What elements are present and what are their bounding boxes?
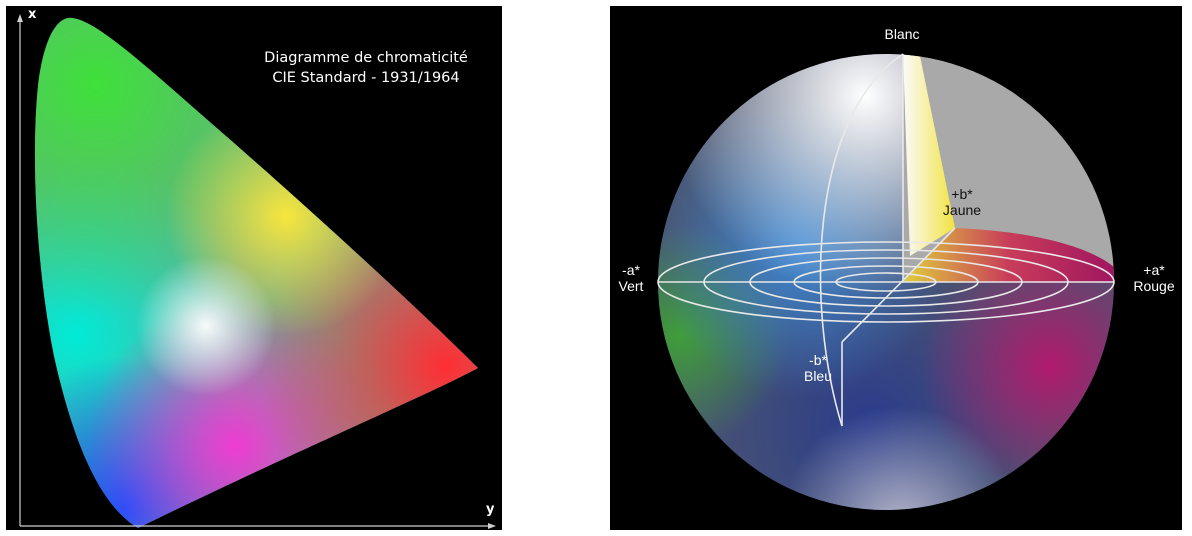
diagram-title-line2: CIE Standard - 1931/1964 bbox=[272, 70, 460, 86]
equatorial-disc bbox=[903, 228, 1114, 282]
cie-chromaticity-panel: x y Diagramme de chromaticité CIE Standa… bbox=[6, 6, 502, 530]
vertical-axis-arrow-icon bbox=[17, 14, 23, 22]
green-axis-label: -a* Vert bbox=[610, 262, 652, 294]
horizontal-axis-letter: y bbox=[486, 502, 495, 517]
red-axis-name: Rouge bbox=[1133, 278, 1175, 294]
yellow-axis-sign: +b* bbox=[951, 186, 973, 202]
diagram-title: Diagramme de chromaticité CIE Standard -… bbox=[250, 48, 482, 88]
cielab-sphere-panel: Blanc -a* Vert +a* Rouge +b* Jaune -b* B… bbox=[610, 6, 1182, 530]
horizontal-axis-arrow-icon bbox=[488, 523, 496, 529]
cielab-sphere-diagram bbox=[657, 53, 1115, 510]
blue-axis-sign: -b* bbox=[809, 352, 827, 368]
green-axis-name: Vert bbox=[618, 278, 644, 294]
cutaway-quadrant bbox=[903, 54, 1114, 282]
red-axis-sign: +a* bbox=[1143, 262, 1165, 278]
color-sphere bbox=[658, 54, 1114, 510]
sphere-gridlines bbox=[657, 53, 1115, 427]
blue-axis-name: Bleu bbox=[803, 368, 833, 384]
yellow-axis-label: +b* Jaune bbox=[932, 186, 992, 218]
red-axis-label: +a* Rouge bbox=[1126, 262, 1182, 294]
white-pole-label: Blanc bbox=[884, 26, 920, 42]
yellow-axis-name: Jaune bbox=[942, 202, 982, 218]
vertical-axis-letter: x bbox=[28, 7, 37, 22]
diagram-title-line1: Diagramme de chromaticité bbox=[264, 50, 468, 66]
blue-axis-label: -b* Bleu bbox=[788, 352, 848, 384]
cie-chromaticity-diagram bbox=[17, 14, 496, 529]
green-axis-sign: -a* bbox=[622, 262, 640, 278]
